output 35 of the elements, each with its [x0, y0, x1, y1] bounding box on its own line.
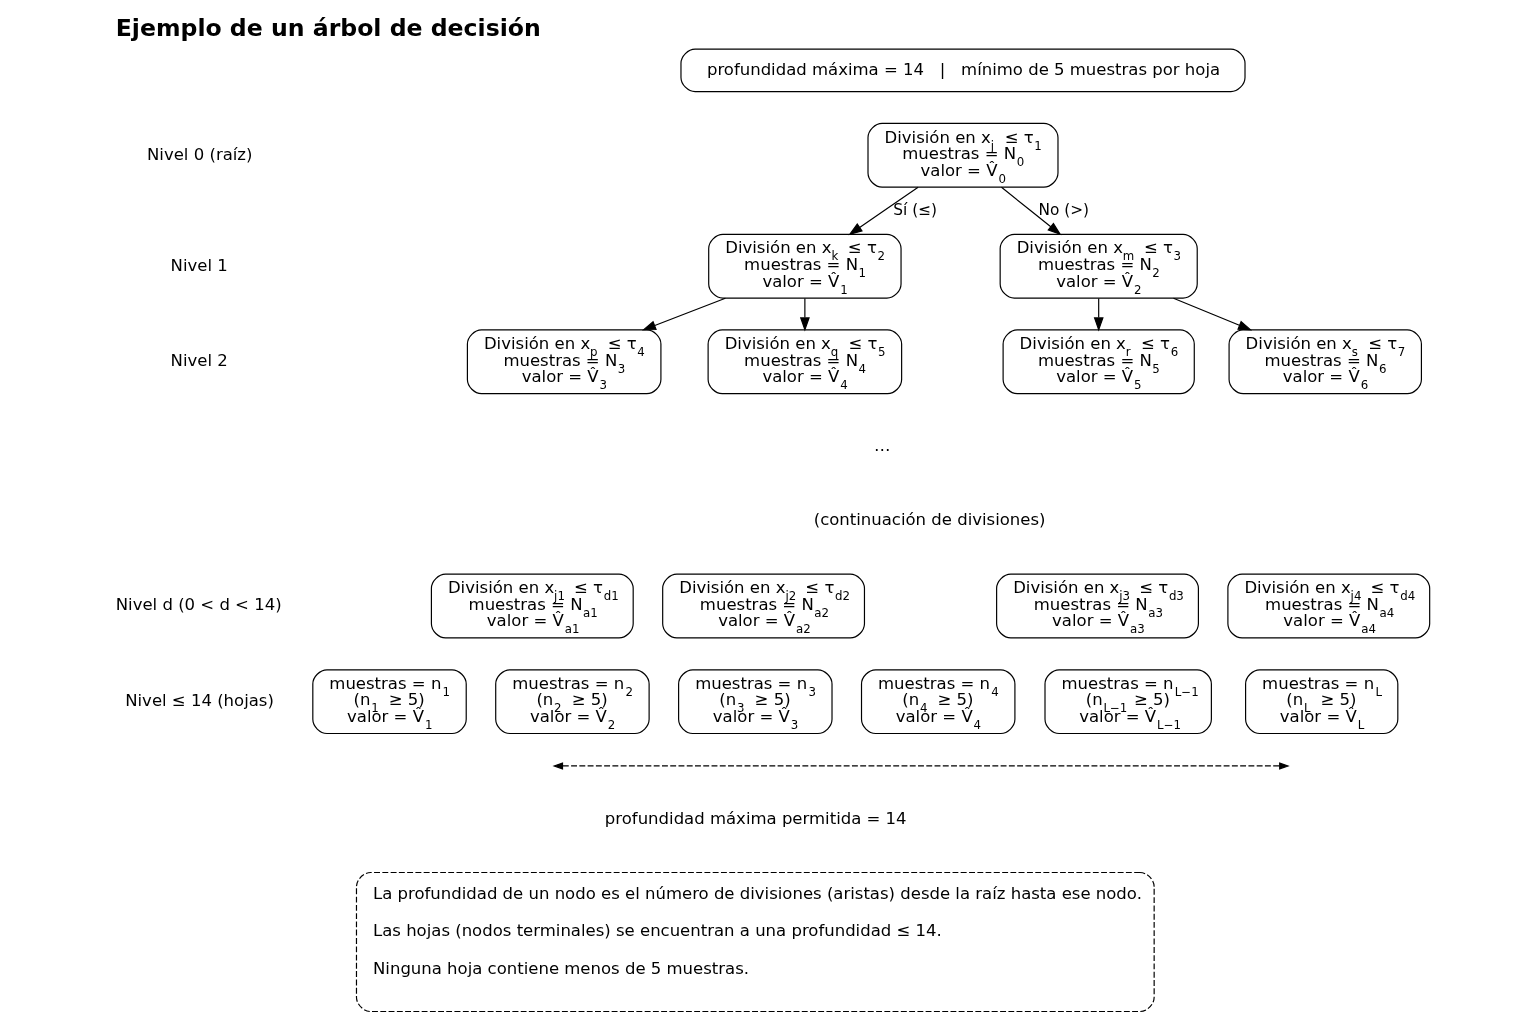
label: Nivel 0 (raíz) — [147, 144, 253, 164]
node-box: muestras = n$_{2}$ (n$_{2}$ ≥ 5) valor = V̂$_{2}$ — [495, 668, 650, 734]
node-box: muestras = n$_{3}$ (n$_{3}$ ≥ 5) valor = V̂$_{3}$ — [678, 668, 833, 734]
node-box: División en x$_{j2}$ ≤ τ$_{d2}$ muestras = N$_{a2}$ valor = V̂$_{a2}$ — [662, 573, 866, 638]
edge-label: Sí (≤) — [893, 200, 938, 219]
label: Nivel 2 — [170, 350, 228, 370]
node-box: La profundidad de un nodo es el número de divisiones (aristas) desde la raíz hasta ese nodo. Las hojas (nodos terminales) se encuentran a una profundidad ≤ 14. Ninguna hoja contiene menos de 5 muestras. — [355, 871, 1155, 1012]
label: Nivel ≤ 14 (hojas) — [125, 690, 274, 710]
arrow — [799, 297, 810, 331]
node-box: División en x$_{q}$ ≤ τ$_{5}$ muestras = N$_{4}$ valor = V̂$_{4}$ — [707, 328, 903, 394]
node-box: División en x$_{j4}$ ≤ τ$_{d4}$ muestras = N$_{a4}$ valor = V̂$_{a4}$ — [1227, 573, 1431, 638]
node-box: División en x$_{p}$ ≤ τ$_{4}$ muestras = N$_{3}$ valor = V̂$_{3}$ — [466, 328, 662, 394]
label: … — [873, 435, 891, 455]
node-box: muestras = n$_{L}$ (n$_{L}$ ≥ 5) valor = V̂$_{L}$ — [1245, 668, 1399, 734]
arrow — [1172, 297, 1253, 331]
node-box: muestras = n$_{1}$ (n$_{1}$ ≥ 5) valor = V̂$_{1}$ — [312, 668, 467, 734]
label: (continuación de divisiones) — [813, 509, 1046, 529]
node-box: División en x$_{j1}$ ≤ τ$_{d1}$ muestras = N$_{a1}$ valor = V̂$_{a1}$ — [430, 573, 634, 638]
arrow — [641, 297, 726, 331]
node-box: División en x$_{m}$ ≤ τ$_{3}$ muestras = N$_{2}$ valor = V̂$_{2}$ — [999, 233, 1198, 299]
label: Nivel 1 — [170, 255, 228, 275]
edge-label: No (>) — [1038, 200, 1090, 219]
diagram-title: Ejemplo de un árbol de decisión — [115, 13, 541, 42]
node-box: División en x$_{s}$ ≤ τ$_{7}$ muestras = N$_{6}$ valor = V̂$_{6}$ — [1228, 328, 1422, 394]
label: profundidad máxima permitida = 14 — [604, 808, 907, 828]
node-box: División en x$_{r}$ ≤ τ$_{6}$ muestras = N$_{5}$ valor = V̂$_{5}$ — [1002, 328, 1195, 394]
label: Nivel d (0 < d < 14) — [115, 594, 282, 614]
node-box: muestras = n$_{4}$ (n$_{4}$ ≥ 5) valor = V̂$_{4}$ — [860, 668, 1016, 734]
node-box: muestras = n$_{L−1}$ (n$_{L−1}$ ≥ 5) valor = V̂$_{L−1}$ — [1044, 668, 1212, 734]
arrow — [848, 186, 919, 235]
node-box: División en x$_{k}$ ≤ τ$_{2}$ muestras = N$_{1}$ valor = V̂$_{1}$ — [708, 233, 902, 299]
arrow — [1000, 186, 1062, 235]
node-box: División en x$_{j3}$ ≤ τ$_{d3}$ muestras = N$_{a3}$ valor = V̂$_{a3}$ — [996, 573, 1199, 638]
arrow — [1093, 297, 1104, 331]
node-box: profundidad máxima = 14 | mínimo de 5 muestras por hoja — [680, 48, 1246, 92]
